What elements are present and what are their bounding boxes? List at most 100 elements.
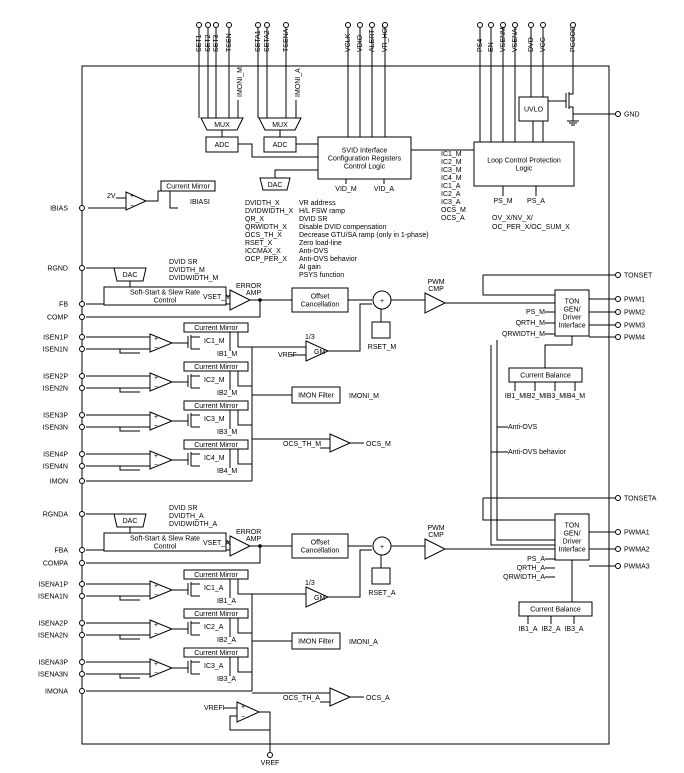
minus: −	[130, 203, 134, 210]
cm-m-0-label: Current Mirror	[194, 325, 238, 332]
mux-a	[258, 117, 302, 131]
offset-m-label: Offset	[311, 294, 330, 301]
pin-label-pgood: PGOOD	[570, 26, 577, 52]
pin-label-comp: COMP	[47, 315, 68, 322]
gm-m-ratio: 1/3	[305, 334, 315, 341]
wire	[237, 332, 252, 348]
rset-m: RSET_M	[368, 344, 397, 351]
pin-tonseta	[615, 495, 621, 501]
svid-block-label: SVID Interface	[342, 148, 388, 155]
vset-a: VSET_A	[203, 540, 230, 547]
svid-reg-7: OCP_PER_X	[245, 256, 287, 263]
pin-label-rgnd: RGND	[47, 266, 68, 273]
sum-plus-a: +	[380, 544, 384, 551]
ton-m-label: TON	[565, 299, 580, 306]
pin-label-seta1: SETA1	[255, 30, 262, 52]
isen-amp-a-1	[149, 619, 174, 639]
pin-pwma3	[615, 563, 621, 569]
dac-m	[113, 267, 147, 282]
ton-in-qrwidth-m: QRWIDTH_M	[502, 331, 545, 338]
pwm-a-l2: CMP	[428, 532, 444, 539]
wire	[238, 143, 318, 158]
dac-top-label: DAC	[268, 182, 283, 189]
pin-vr_hot	[382, 22, 388, 28]
svid-desc-5: Zero load-line	[299, 240, 342, 247]
current-balance-m-label: Current Balance	[520, 373, 571, 380]
pin-isena2n	[79, 632, 85, 638]
soft-start-a-label: Control	[154, 544, 177, 551]
pin-label-vdio: VDIO	[357, 34, 364, 52]
adc-m	[205, 136, 239, 153]
pin-pwm4	[615, 334, 621, 340]
wire	[86, 546, 261, 564]
ton-in-qrwidth-a: QRWIDTH_A	[503, 574, 545, 581]
pwm-a-l1: PWM	[427, 525, 444, 532]
current-balance-a-label: Current Balance	[530, 607, 581, 614]
cm-m-3-label: Current Mirror	[194, 442, 238, 449]
pin-label-vclk: VCLK	[345, 33, 352, 52]
ramp-m	[371, 321, 391, 339]
pin-label-ps4: PS4	[477, 39, 484, 52]
svid-reg-4: OCS_TH_X	[245, 232, 282, 239]
wire	[119, 427, 140, 432]
dac-a	[113, 513, 147, 528]
ib-a-2: IB3_A	[217, 676, 236, 683]
anti-ovs-b-label: Anti-OVS behavior	[508, 449, 567, 456]
wire	[237, 449, 252, 465]
rset-a: RSET_A	[368, 590, 396, 597]
svid-desc-2: DVID SR	[299, 216, 327, 223]
svid-desc-1: H/L FSW ramp	[299, 208, 345, 215]
pin-imon	[79, 478, 85, 484]
pin-set1	[196, 22, 202, 28]
pin-label-isen2p: ISEN2P	[43, 374, 68, 381]
pin-isena2p	[79, 620, 85, 626]
ib-a-1: IB2_A	[217, 637, 236, 644]
vref-buffer	[236, 701, 261, 723]
pin-label-isen3p: ISEN3P	[43, 413, 68, 420]
ibias-amp	[125, 191, 148, 211]
wire	[482, 275, 555, 296]
ic-a-1: IC2_A	[204, 624, 224, 631]
svid-reg-6: ICCMAX_X	[245, 248, 281, 255]
plus: +	[130, 193, 134, 200]
ocs-th-m: OCS_TH_M	[283, 441, 321, 448]
ton-a-label: TON	[565, 523, 580, 530]
current-balance-a	[518, 601, 593, 617]
adc-a	[263, 136, 297, 153]
loop-control	[473, 141, 575, 187]
pin-label-vsenm: VSENM	[500, 27, 507, 52]
dac-m-label: DAC	[123, 272, 138, 279]
uvlo-block-label: UVLO	[524, 107, 544, 114]
ton-in-qrth-a: QRTH_A	[517, 565, 546, 572]
minus: −	[154, 384, 158, 391]
gm-a-ratio: 1/3	[305, 580, 315, 587]
uvlo-block	[518, 96, 549, 122]
adc-m-label: ADC	[215, 142, 230, 149]
cm-a-0-label: Current Mirror	[194, 572, 238, 579]
imon-filter-m	[291, 386, 341, 404]
cm-a-0	[183, 569, 249, 580]
ton-a-label: Interface	[558, 547, 585, 554]
wire	[119, 596, 140, 601]
wire	[119, 635, 140, 640]
mux-m-label: MUX	[214, 122, 230, 129]
imon-filter-a-label: IMON Filter	[298, 639, 334, 646]
pin-label-tonset: TONSET	[624, 273, 653, 280]
plus: +	[154, 661, 158, 668]
pin-label-imona: IMONA	[45, 689, 68, 696]
svid-desc-6: Anti-OVS	[299, 248, 329, 255]
ps-a-out: PS_A	[527, 198, 545, 205]
pin-pgood	[570, 22, 576, 28]
ic-a-2: IC3_A	[204, 663, 224, 670]
minus: −	[154, 670, 158, 677]
offset-m	[291, 287, 349, 313]
pin-label-ibias: IBIAS	[50, 206, 68, 213]
pin-label-tsen: TSEN	[226, 33, 233, 52]
anti-ovs-label: Anti-OVS	[508, 424, 538, 431]
pin-label-isena1n: ISENA1N	[38, 594, 68, 601]
mux-m	[200, 117, 244, 131]
pin-isena1n	[79, 593, 85, 599]
soft-start-m	[103, 286, 227, 306]
sum-plus-m: +	[380, 298, 384, 305]
